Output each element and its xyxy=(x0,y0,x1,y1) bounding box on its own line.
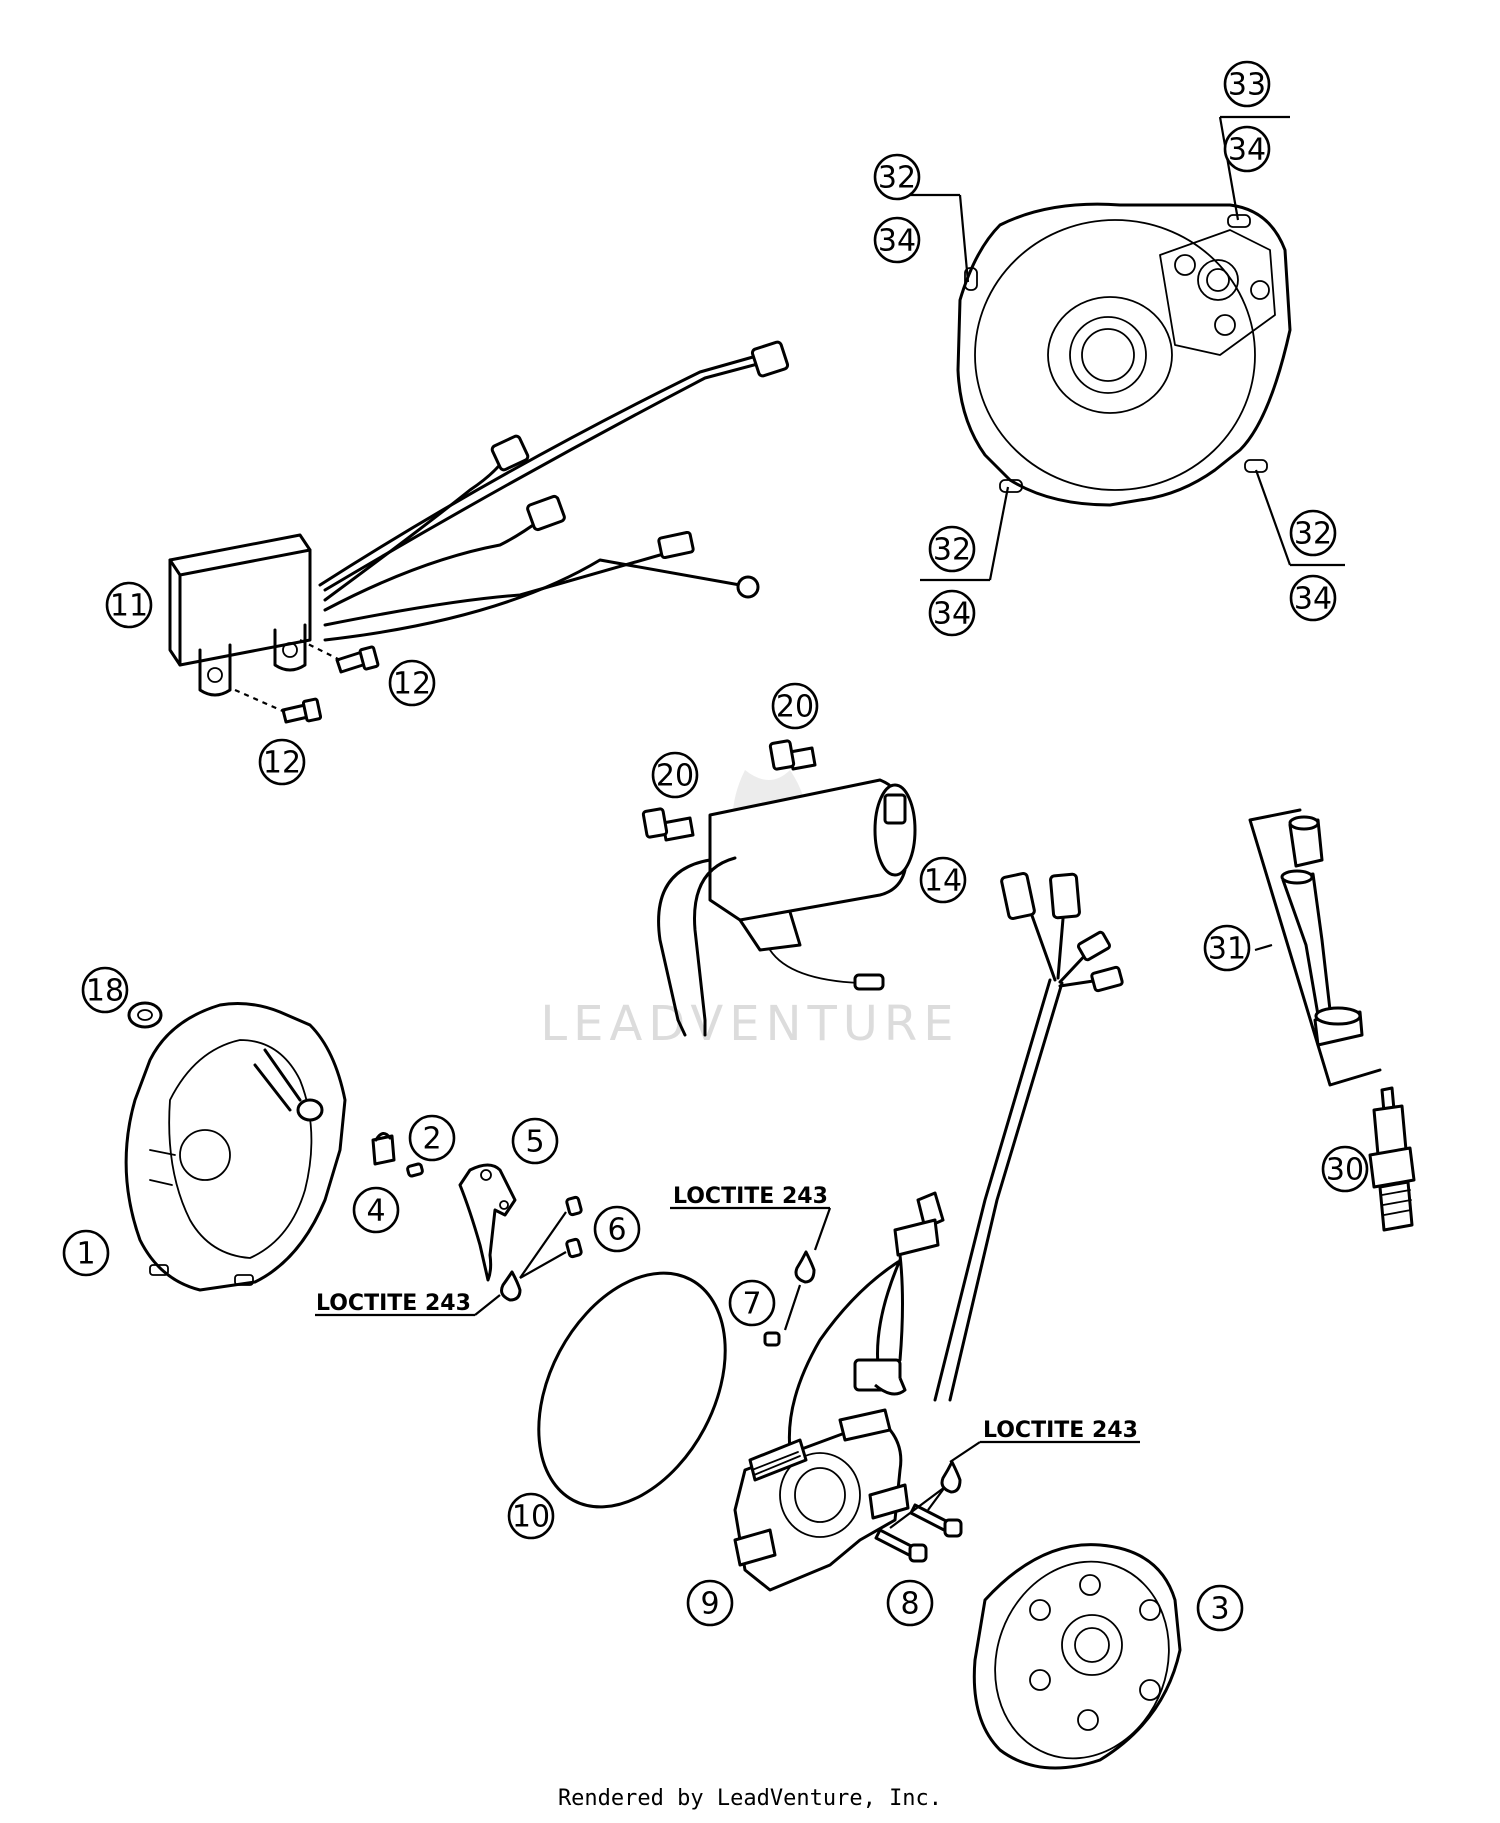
callout-3: 3 xyxy=(1196,1584,1244,1632)
callout-5: 5 xyxy=(511,1117,559,1165)
part-stator xyxy=(733,872,1124,1592)
callout-34b-label: 34 xyxy=(1228,133,1266,168)
part-screw-7 xyxy=(763,1331,781,1347)
callout-leaders xyxy=(315,943,1273,1529)
part-screw-2 xyxy=(406,1162,424,1178)
callout-8-label: 8 xyxy=(900,1587,919,1622)
callout-12-b: 12 xyxy=(258,738,306,786)
callout-34a-label: 34 xyxy=(878,224,916,259)
loctite-note-left: LOCTITE 243 xyxy=(316,1291,471,1316)
callout-7: 7 xyxy=(728,1279,776,1327)
part-generator-cover xyxy=(124,1002,347,1292)
render-credit: Rendered by LeadVenture, Inc. xyxy=(557,1786,943,1811)
callout-9: 9 xyxy=(686,1579,734,1627)
part-clip-4 xyxy=(371,1132,396,1166)
callout-30-label: 30 xyxy=(1326,1153,1364,1188)
callout-4: 4 xyxy=(352,1186,400,1234)
callout-8: 8 xyxy=(886,1579,934,1627)
callout-12-a: 12 xyxy=(388,659,436,707)
watermark-text: LEADVENTURE xyxy=(540,996,959,1052)
callout-34-b: 34 xyxy=(1223,125,1271,173)
callout-1: 1 xyxy=(62,1229,110,1277)
callout-14: 14 xyxy=(919,856,967,904)
part-spark-plug xyxy=(1368,1086,1416,1232)
loctite-note-right: LOCTITE 243 xyxy=(983,1418,1138,1443)
callout-12a-label: 12 xyxy=(393,667,431,702)
callout-1-label: 1 xyxy=(76,1237,95,1272)
callout-6-label: 6 xyxy=(607,1213,626,1248)
callout-10-label: 10 xyxy=(512,1500,550,1535)
callout-34-c: 34 xyxy=(928,589,976,637)
callout-20b-label: 20 xyxy=(656,759,694,794)
part-screws-8 xyxy=(874,1503,963,1563)
callout-18-label: 18 xyxy=(86,974,124,1009)
part-screws-6 xyxy=(565,1195,583,1259)
callout-12b-label: 12 xyxy=(263,746,301,781)
part-nut-18 xyxy=(127,1001,163,1029)
callout-33: 33 xyxy=(1223,60,1271,108)
callout-3-label: 3 xyxy=(1210,1592,1229,1627)
part-spark-plug-cap xyxy=(1248,808,1382,1087)
callout-9-label: 9 xyxy=(700,1587,719,1622)
callout-31-label: 31 xyxy=(1208,932,1246,967)
callout-34d-label: 34 xyxy=(1294,582,1332,617)
callout-11: 11 xyxy=(105,581,153,629)
part-cdi-unit xyxy=(168,340,790,697)
loctite-note-middle: LOCTITE 243 xyxy=(673,1184,828,1209)
callout-20-b: 20 xyxy=(651,751,699,799)
callout-32a-label: 32 xyxy=(878,161,916,196)
callout-11-label: 11 xyxy=(110,589,148,624)
part-screws-12 xyxy=(234,639,380,724)
part-ignition-cover xyxy=(956,202,1292,507)
callout-33-label: 33 xyxy=(1228,68,1266,103)
callout-31: 31 xyxy=(1203,924,1251,972)
callout-7-label: 7 xyxy=(742,1287,761,1322)
part-flywheel xyxy=(972,1543,1182,1770)
callout-32b-label: 32 xyxy=(933,533,971,568)
callout-20a-label: 20 xyxy=(776,690,814,725)
part-bracket-5 xyxy=(458,1163,517,1282)
callout-34-d: 34 xyxy=(1289,574,1337,622)
callout-20-a: 20 xyxy=(771,682,819,730)
part-screws-20 xyxy=(641,739,817,842)
loctite-drops xyxy=(500,1250,962,1494)
part-ignition-coil xyxy=(657,778,917,1037)
callout-2-label: 2 xyxy=(422,1122,441,1157)
callout-34-a: 34 xyxy=(873,216,921,264)
callout-32-a: 32 xyxy=(873,153,921,201)
callout-34c-label: 34 xyxy=(933,597,971,632)
part-o-ring xyxy=(537,1271,727,1509)
callout-6: 6 xyxy=(593,1205,641,1253)
callout-32c-label: 32 xyxy=(1294,517,1332,552)
callout-5-label: 5 xyxy=(525,1125,544,1160)
callout-18: 18 xyxy=(81,966,129,1014)
callout-2: 2 xyxy=(408,1114,456,1162)
callout-32-c: 32 xyxy=(1289,509,1337,557)
callout-30: 30 xyxy=(1321,1145,1369,1193)
callout-4-label: 4 xyxy=(366,1194,385,1229)
callout-10: 10 xyxy=(507,1492,555,1540)
callout-14-label: 14 xyxy=(924,864,962,899)
callout-32-b: 32 xyxy=(928,525,976,573)
